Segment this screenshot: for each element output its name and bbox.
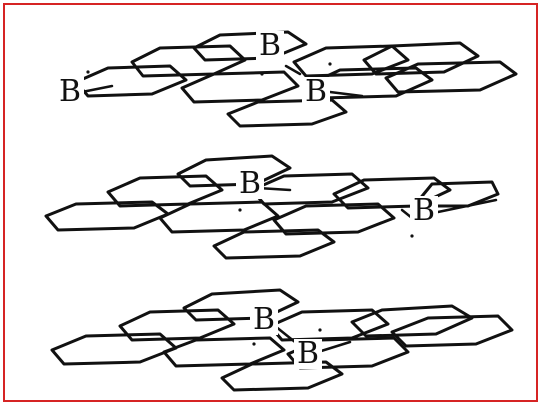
- boron-atom: B: [250, 302, 278, 346]
- hexagon-ring: [50, 332, 178, 366]
- hexagon-ring: [272, 202, 396, 236]
- hexagon-ring: [350, 304, 474, 338]
- bond-line: [328, 90, 364, 98]
- boron-atom: B: [236, 166, 264, 212]
- lone-electron-dot: [328, 62, 332, 66]
- hexagon-ring: [220, 360, 344, 392]
- bond-line: [284, 64, 302, 76]
- hexagon-ring: [162, 336, 286, 368]
- hexagon-ring: [226, 98, 348, 128]
- boron-atom-label: B: [253, 302, 275, 337]
- boron-atom: B: [56, 70, 90, 109]
- hexagon-ring: [390, 314, 514, 348]
- boron-atom-label: B: [259, 28, 281, 63]
- boron-atom-label: B: [239, 166, 261, 201]
- lone-electron-dot: [318, 328, 322, 332]
- hexagon-ring: [212, 228, 336, 260]
- hexagon-ring: [292, 44, 410, 78]
- boron-atom: B: [256, 28, 284, 76]
- graphene-sheet-1: [74, 30, 518, 128]
- boron-atom-label: B: [297, 336, 319, 371]
- bond-line: [436, 198, 498, 214]
- bond-line: [316, 340, 352, 354]
- bond-line: [80, 84, 114, 94]
- hexagon-ring: [130, 44, 247, 78]
- lone-electron-dot: [260, 72, 264, 76]
- graphene-sheet-3: [50, 288, 514, 392]
- hexagon-ring: [286, 336, 410, 370]
- hexagon-ring: [182, 288, 300, 322]
- hexagon-ring: [74, 64, 188, 98]
- lone-electron-dot: [410, 234, 414, 238]
- boron-atom: B: [410, 193, 438, 238]
- lone-electron-dot: [238, 208, 242, 212]
- boron-atom-label: B: [59, 74, 81, 109]
- boron-atom-label: B: [305, 74, 327, 109]
- hexagon-ring: [118, 308, 236, 342]
- hexagon-ring: [44, 200, 170, 232]
- hexagon-ring: [180, 70, 300, 104]
- boron-atom: B: [302, 62, 332, 109]
- boron-atom: B: [294, 328, 322, 371]
- hexagon-ring: [362, 41, 480, 76]
- lone-electron-dot: [86, 70, 90, 74]
- lone-electron-dot: [252, 342, 256, 346]
- figure-frame: [3, 3, 538, 402]
- hexagon-ring: [384, 60, 518, 94]
- boron-atom-label: B: [413, 193, 435, 228]
- hexagon-ring: [158, 200, 280, 234]
